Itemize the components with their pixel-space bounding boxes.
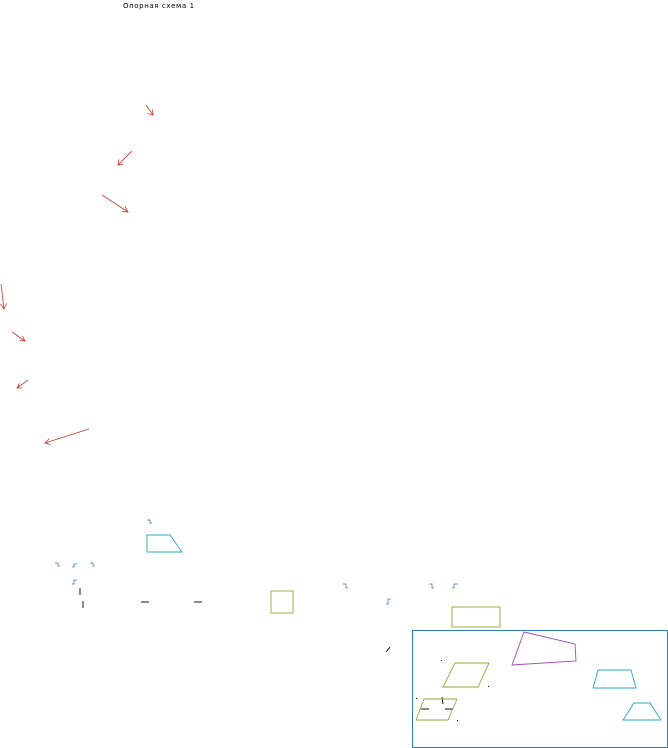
parallelogram-shape: [415, 698, 458, 721]
shapes-frame: [412, 630, 668, 748]
trapezoid-shape: [146, 534, 183, 553]
speck: [416, 698, 417, 699]
tick: [385, 646, 391, 653]
step-mark: [90, 562, 95, 567]
step-mark: [429, 583, 434, 589]
speck: [488, 686, 489, 687]
arrow-2: [117, 150, 133, 166]
arrow-7: [44, 428, 90, 445]
quadrilateral-shape: [511, 631, 577, 666]
arrow-3: [101, 194, 129, 213]
step-mark: [72, 563, 77, 568]
speck: [457, 720, 458, 721]
specks: [416, 660, 489, 721]
arrows: [0, 104, 154, 445]
tick: [441, 696, 444, 705]
step-mark: [343, 583, 348, 589]
diagram-title: Опорная схема 1: [123, 2, 195, 10]
step-mark: [452, 583, 458, 589]
speck: [441, 660, 442, 661]
step-mark: [72, 579, 77, 585]
arrow-6: [16, 379, 29, 389]
arrow-5: [11, 331, 26, 342]
tick-marks: [79, 588, 453, 710]
square-shape: [270, 590, 294, 614]
step-marks: [55, 519, 458, 605]
arrow-1: [145, 104, 154, 116]
parallelogram-shape: [442, 662, 490, 688]
step-mark: [147, 519, 152, 524]
rectangle-shape: [451, 606, 501, 628]
trapezoid-shape: [622, 702, 662, 721]
step-mark: [386, 598, 391, 605]
arrow-4: [0, 283, 7, 310]
trapezoid-shape: [592, 669, 637, 689]
step-mark: [55, 562, 60, 567]
